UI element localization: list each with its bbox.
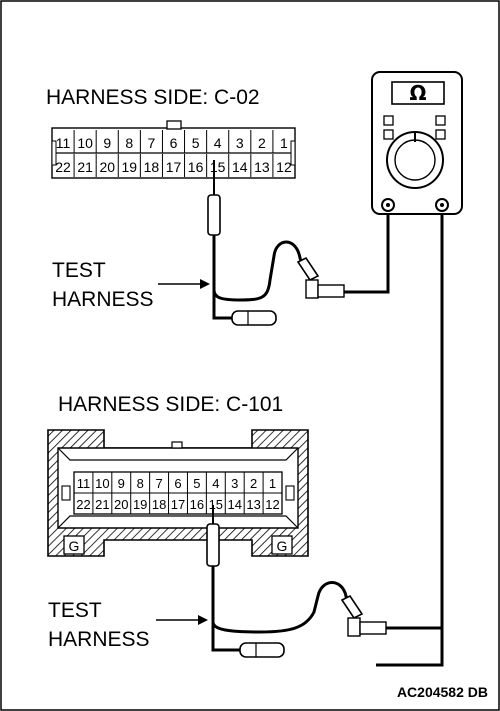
c101-row2-pin-12: 12 <box>265 497 279 512</box>
alligator-clip-bottom <box>340 594 390 637</box>
ohm-symbol-icon: Ω <box>409 81 426 105</box>
c101-row1-pin-1: 1 <box>269 476 276 491</box>
test-harness-bottom-line1: TEST <box>48 599 102 622</box>
c101-row2-pin-19: 19 <box>133 497 147 512</box>
c02-row2-pin-22: 22 <box>55 159 71 175</box>
connector-bottom-label: HARNESS SIDE: C-101 <box>58 393 283 416</box>
ground-label-right: G <box>277 538 288 554</box>
c101-row1-pin-6: 6 <box>174 476 181 491</box>
probe-bottom <box>206 505 220 622</box>
c02-row1-pin-7: 7 <box>148 135 156 151</box>
test-harness-bottom-line2: HARNESS <box>48 628 150 651</box>
c02-row2-pin-21: 21 <box>77 159 93 175</box>
test-harness-bottom-wires <box>211 581 350 652</box>
c02-row2-pin-15: 15 <box>210 159 226 175</box>
ground-box-left <box>63 535 85 555</box>
c02-row1-pin-8: 8 <box>125 135 133 151</box>
c02-row1-pin-9: 9 <box>103 135 111 151</box>
ground-label-left: G <box>69 538 80 554</box>
c101-row1-pin-5: 5 <box>193 476 200 491</box>
c02-row1-pin-6: 6 <box>170 135 178 151</box>
c02-row1-pin-5: 5 <box>192 135 200 151</box>
c101-row2-pin-15: 15 <box>209 497 223 512</box>
c101-row2-pin-18: 18 <box>152 497 166 512</box>
c101-row1-pin-3: 3 <box>231 476 238 491</box>
c101-row2-pin-13: 13 <box>246 497 260 512</box>
c02-row2-pin-19: 19 <box>122 159 138 175</box>
c02-row2-pin-14: 14 <box>232 159 248 175</box>
test-harness-bottom-plug <box>239 642 285 658</box>
c101-row1-pin-11: 11 <box>77 476 91 491</box>
c02-row2-pin-20: 20 <box>99 159 115 175</box>
connector-top-label: HARNESS SIDE: C-02 <box>46 86 260 109</box>
ground-box-right <box>271 535 293 555</box>
c101-row1-pin-9: 9 <box>118 476 125 491</box>
test-harness-top-plug <box>231 310 277 326</box>
connector-c02-row2: 22 21 20 19 18 17 16 15 14 13 12 <box>55 154 292 177</box>
c101-row2-pin-16: 16 <box>190 497 204 512</box>
c101-row2-pin-21: 21 <box>95 497 109 512</box>
c02-row2-pin-13: 13 <box>254 159 270 175</box>
test-harness-bottom-arrow <box>156 615 208 625</box>
c101-row1-pin-10: 10 <box>95 476 109 491</box>
c02-row2-pin-12: 12 <box>276 159 292 175</box>
c02-row1-pin-2: 2 <box>258 135 266 151</box>
test-harness-top-wires <box>212 210 444 667</box>
c101-row1-pin-4: 4 <box>212 476 219 491</box>
c101-row2-pin-20: 20 <box>114 497 128 512</box>
c02-row1-pin-3: 3 <box>236 135 244 151</box>
figure-code: AC204582 DB <box>397 684 488 700</box>
c101-row2-pin-14: 14 <box>227 497 241 512</box>
c02-row1-pin-4: 4 <box>214 135 222 151</box>
probe-top <box>207 160 221 290</box>
c02-row2-pin-17: 17 <box>166 159 182 175</box>
c02-row1-pin-11: 11 <box>56 135 71 151</box>
connector-c101-row2: 22 21 20 19 18 17 16 15 14 13 12 <box>76 493 280 514</box>
c101-row1-pin-8: 8 <box>137 476 144 491</box>
c02-row2-pin-16: 16 <box>188 159 204 175</box>
test-harness-top-line1: TEST <box>52 259 106 282</box>
multimeter: Ω <box>371 71 463 215</box>
c101-row1-pin-7: 7 <box>155 476 162 491</box>
c101-row2-pin-17: 17 <box>171 497 185 512</box>
c02-row1-pin-10: 10 <box>77 135 93 151</box>
c101-row1-pin-2: 2 <box>250 476 257 491</box>
test-harness-top-line2: HARNESS <box>52 288 154 311</box>
c101-row2-pin-22: 22 <box>76 497 90 512</box>
test-harness-top-arrow <box>158 279 210 289</box>
c02-row2-pin-18: 18 <box>144 159 160 175</box>
c02-row1-pin-1: 1 <box>280 135 288 151</box>
alligator-clip-top <box>296 256 345 299</box>
